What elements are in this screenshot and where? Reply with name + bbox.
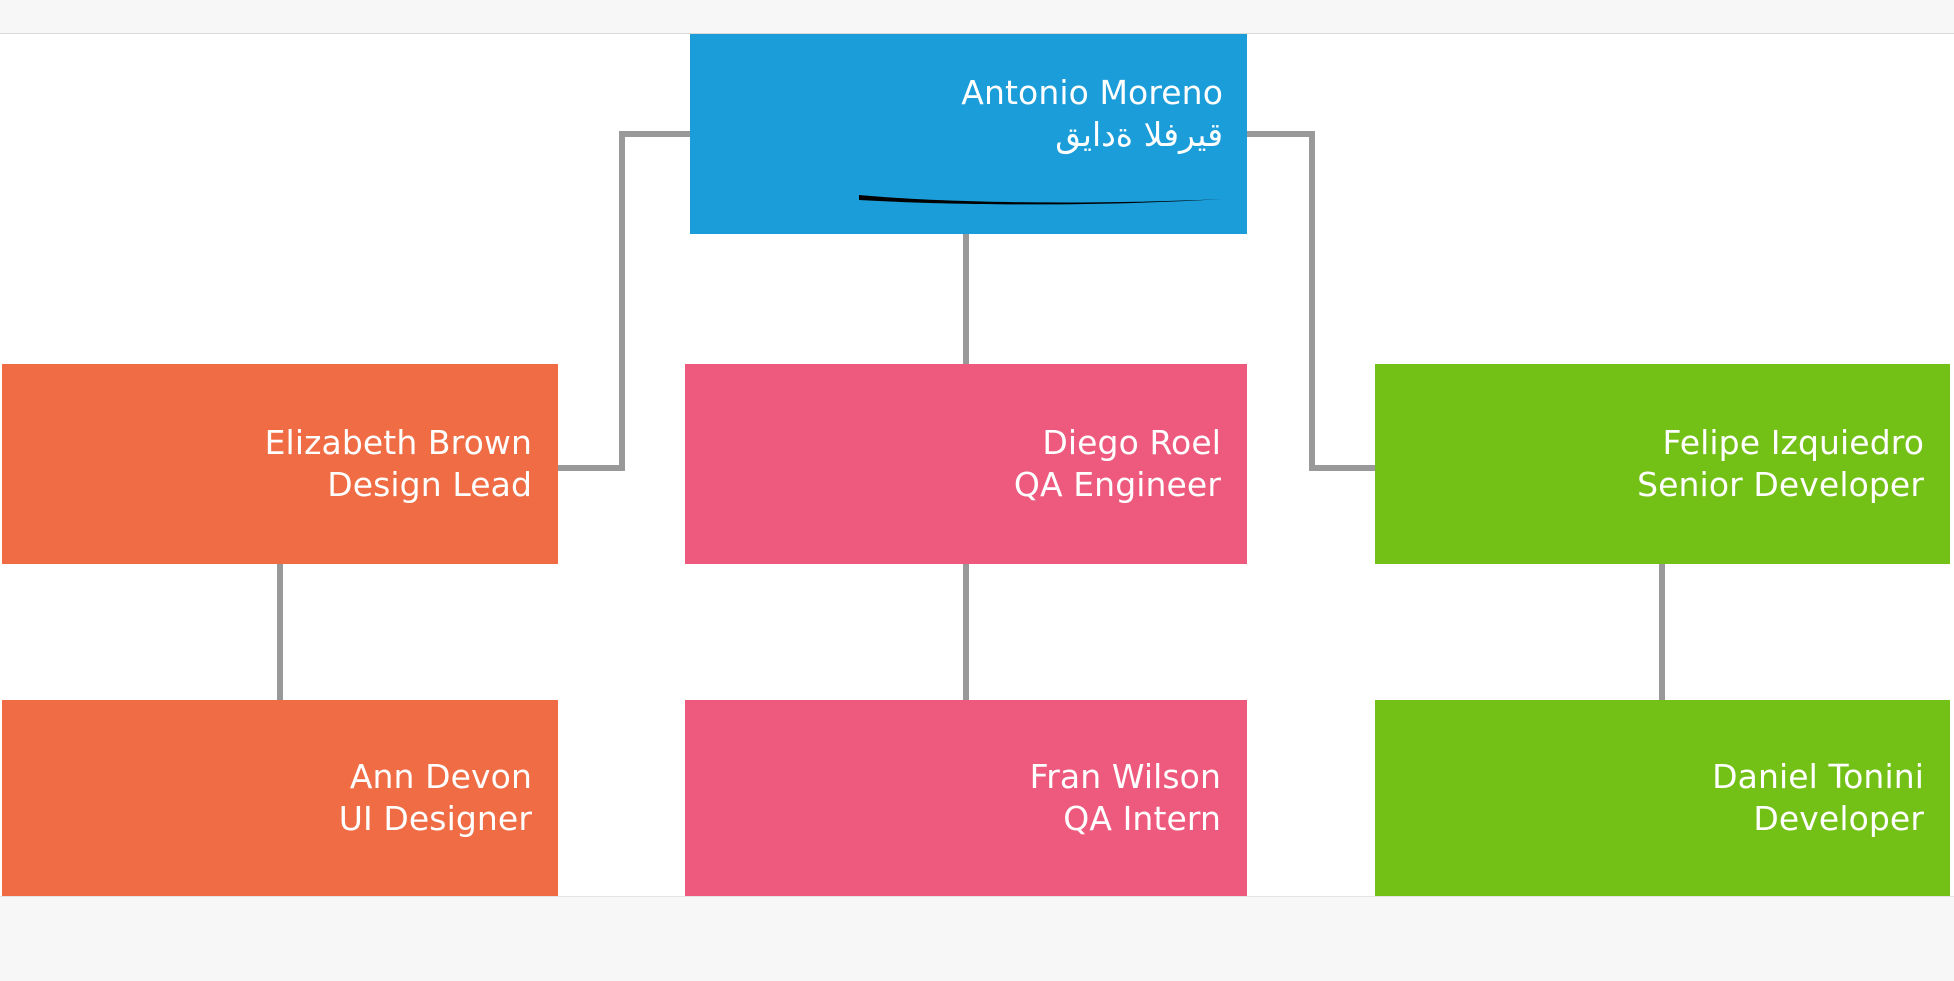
edge-root-elizabeth [558,131,690,471]
node-fran-wilson[interactable]: Fran Wilson QA Intern [685,700,1247,896]
node-name: Diego Roel [1042,422,1221,462]
node-ann-devon[interactable]: Ann Devon UI Designer [2,700,558,896]
node-name: Fran Wilson [1029,756,1221,796]
node-role: QA Intern [1063,799,1221,838]
node-elizabeth-brown[interactable]: Elizabeth Brown Design Lead [2,364,558,564]
node-name: Felipe Izquiedro [1662,422,1924,462]
node-name: Daniel Tonini [1712,756,1924,796]
node-role: Developer [1753,799,1924,838]
node-felipe-izquiedro[interactable]: Felipe Izquiedro Senior Developer [1375,364,1950,564]
edge-root-felipe [1247,131,1375,471]
bottom-chrome-band [0,896,1954,981]
node-diego-roel[interactable]: Diego Roel QA Engineer [685,364,1247,564]
node-name: Elizabeth Brown [264,422,532,462]
node-role: Senior Developer [1637,465,1924,504]
top-chrome-band [0,0,1954,34]
node-daniel-tonini[interactable]: Daniel Tonini Developer [1375,700,1950,896]
node-name: Antonio Moreno [961,73,1223,112]
node-antonio-moreno[interactable]: Antonio Moreno قيرفلا ةدايق [690,34,1247,234]
node-role: UI Designer [338,799,532,838]
diagram-canvas: Antonio Moreno قيرفلا ةدايق Elizabeth Br… [0,34,1954,896]
node-role: قيرفلا ةدايق [1055,115,1223,155]
node-name: Ann Devon [349,756,532,796]
node-role: QA Engineer [1013,465,1221,504]
node-role: Design Lead [327,465,532,504]
